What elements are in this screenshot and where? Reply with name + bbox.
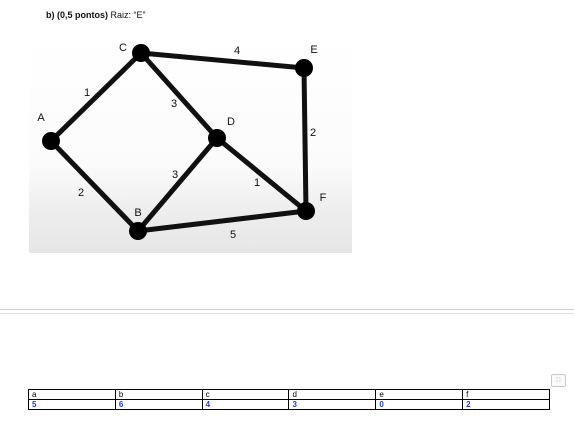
graph-edge-e-f [301, 65, 309, 214]
edge-weight-label: 4 [234, 45, 240, 57]
edge-weight-label: 2 [310, 127, 316, 139]
edge-weight-label: 3 [172, 169, 178, 181]
graph-node-a [42, 132, 60, 150]
graph-node-b [129, 222, 147, 240]
node-label-b: B [134, 207, 141, 219]
graph-edge-b-f [135, 208, 309, 234]
graph-edge-a-b [48, 138, 141, 234]
graph-edge-b-d [135, 135, 220, 234]
header-cell-a: a [28, 389, 116, 400]
edge-weight-label: 1 [84, 87, 90, 99]
graph-edge-d-f [214, 135, 309, 214]
graph-edge-c-d [138, 50, 220, 141]
graph-node-e [295, 59, 313, 77]
value-cell-e[interactable]: 0 [375, 399, 464, 410]
graph-edge-a-c [48, 50, 144, 144]
question-title: b) (0,5 pontos) Raiz: “E” [46, 10, 146, 20]
edge-weight-label: 2 [78, 187, 84, 199]
section-divider [0, 309, 574, 310]
graph-image: 1 2 3 4 3 5 1 2 A C B D E F [29, 36, 352, 253]
value-cell-b[interactable]: 6 [114, 399, 203, 410]
graph-diagram: 1 2 3 4 3 5 1 2 A C B D E F [37, 42, 327, 241]
node-label-c: C [119, 42, 127, 54]
table-value-row: 5 6 4 3 0 2 [28, 399, 550, 410]
node-label-a: A [37, 112, 45, 124]
section-divider-shadow [0, 313, 574, 314]
header-cell-b: b [114, 389, 203, 400]
node-label-e: E [310, 44, 317, 56]
graph-node-d [208, 129, 226, 147]
answer-table: a b c d e f 5 6 4 3 0 2 [28, 389, 550, 410]
node-label-d: D [227, 116, 235, 128]
value-cell-a[interactable]: 5 [28, 399, 116, 410]
drag-handle-icon[interactable]: ∷ [551, 374, 566, 387]
value-cell-d[interactable]: 3 [288, 399, 377, 410]
graph-edge-c-e [138, 50, 307, 71]
edge-weight-label: 1 [254, 177, 260, 189]
header-cell-e: e [375, 389, 464, 400]
node-label-f: F [320, 192, 327, 204]
table-header-row: a b c d e f [28, 389, 550, 400]
value-cell-f[interactable]: 2 [462, 399, 550, 410]
edge-weight-label: 3 [171, 98, 177, 110]
graph-node-f [297, 202, 315, 220]
graph-node-c [132, 44, 150, 62]
header-cell-f: f [462, 389, 550, 400]
edge-weight-label: 5 [230, 229, 236, 241]
question-text: Raiz: “E” [110, 10, 146, 20]
value-cell-c[interactable]: 4 [201, 399, 290, 410]
header-cell-d: d [288, 389, 377, 400]
question-label: b) (0,5 pontos) [46, 10, 108, 20]
header-cell-c: c [201, 389, 290, 400]
